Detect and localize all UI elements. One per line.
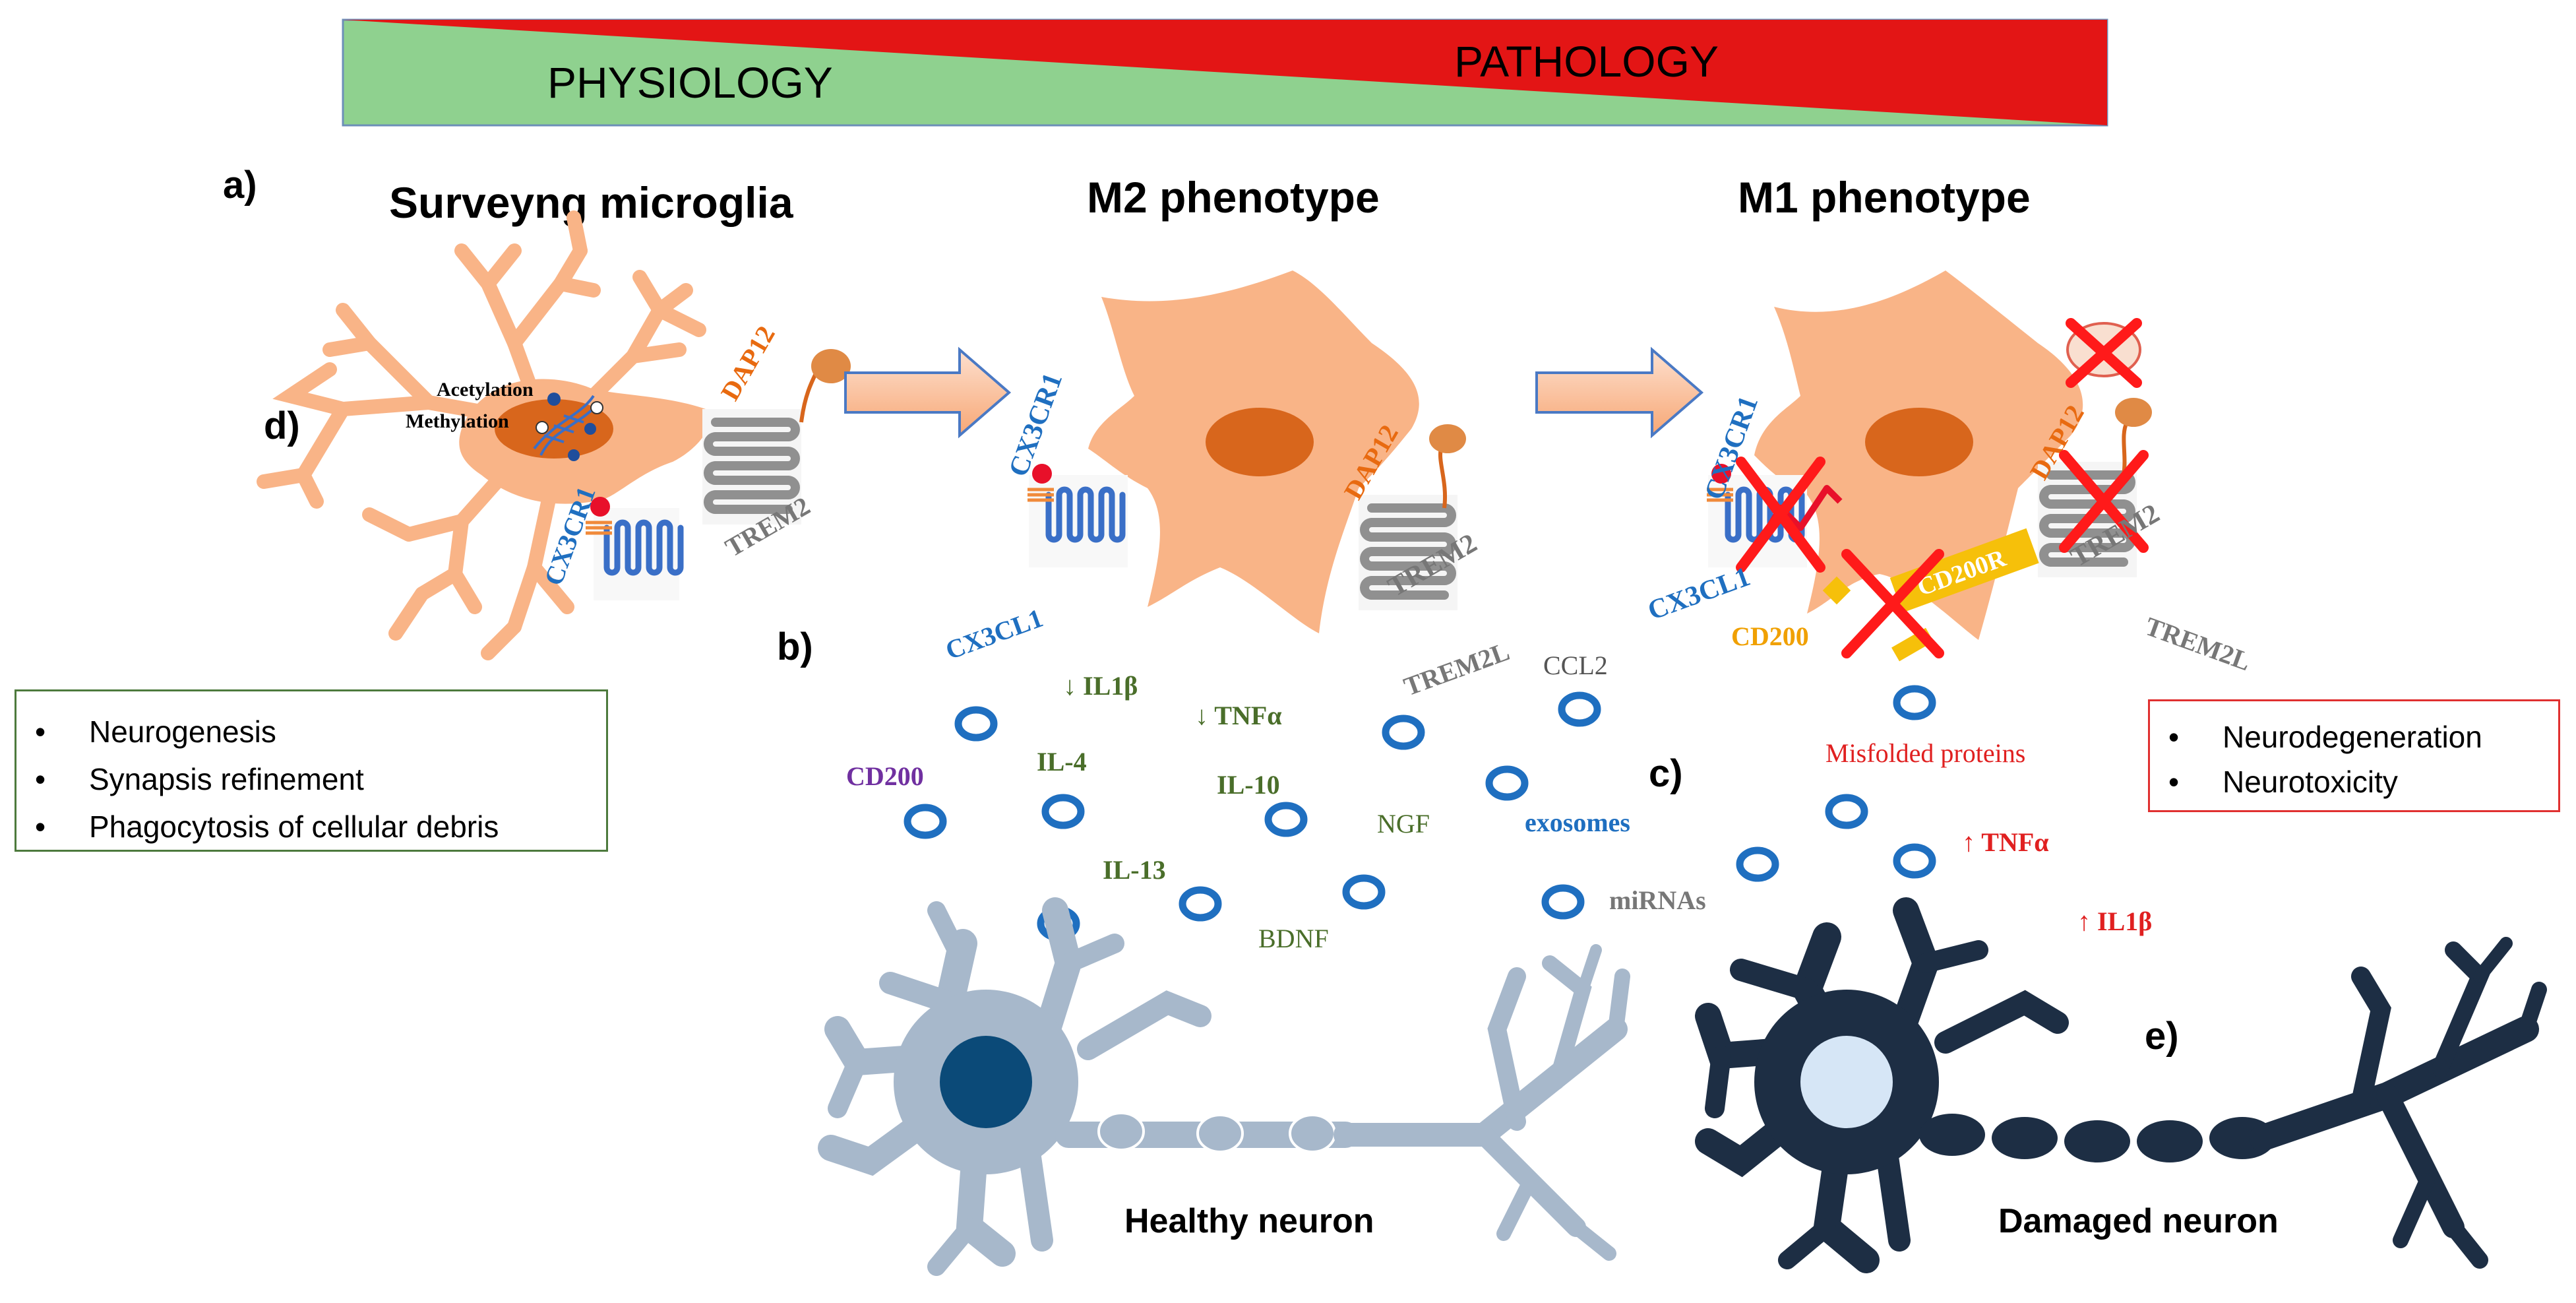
exosome-icon (1897, 689, 1932, 716)
exosome-icon (1545, 888, 1581, 916)
m1-cx3cl1-label: CX3CL1 (1644, 561, 1754, 626)
bdnf-label: BDNF (1258, 924, 1329, 953)
exosome-icon (1562, 695, 1597, 723)
pathology-label: PATHOLOGY (1454, 37, 1719, 86)
panel-letter-b: b) (777, 625, 813, 668)
exosome-icon (1346, 878, 1382, 906)
trem2l-label: TREM2L (1400, 636, 1514, 701)
transition-arrow-1 (844, 346, 1012, 439)
panel-letter-e: e) (2145, 1015, 2179, 1058)
tnfa-up-label: ↑ TNFα (1962, 827, 2049, 857)
m2-title: M2 phenotype (1087, 173, 1380, 222)
il1b-up-label: ↑ IL1β (2077, 906, 2152, 936)
m1-microglia: CX3CR1 CX3CL1 DAP12 TREM2 CD200R CD200 T… (1644, 270, 2255, 676)
cross-mark-icon (1841, 549, 1944, 658)
surveying-title: Surveyng microglia (389, 178, 794, 227)
damaged-neuron-label: Damaged neuron (1998, 1202, 2279, 1240)
il10-label: IL-10 (1217, 770, 1280, 800)
cd200-label: CD200 (846, 761, 924, 791)
physiology-item: Phagocytosis of cellular debris (16, 803, 606, 850)
exosome-icon (958, 710, 994, 738)
damaged-neuron: Damaged neuron (1695, 897, 2547, 1273)
methylation-label: Methylation (406, 410, 509, 432)
cross-mark-icon (2059, 450, 2149, 553)
exosome-icon (1182, 890, 1218, 918)
panel-letter-a: a) (223, 164, 257, 207)
cx3cl1-label: CX3CL1 (942, 603, 1047, 666)
m2-cx3cr1-label: CX3CR1 (1003, 369, 1068, 480)
il1b-down-label: ↓ IL1β (1063, 671, 1138, 701)
m2-nucleus (1206, 408, 1314, 476)
m1-title: M1 phenotype (1738, 173, 2031, 222)
exosome-icon (1268, 806, 1304, 833)
physiology-outcomes-box: Neurogenesis Synapsis refinement Phagocy… (15, 689, 608, 852)
cross-mark-icon (2066, 318, 2142, 388)
exosome-icon (1489, 769, 1525, 797)
exosome-icon (1740, 850, 1775, 878)
healthy-neuron: Healthy neuron (818, 897, 1630, 1276)
physiology-item: Neurogenesis (16, 708, 606, 755)
mirnas-label: miRNAs (1609, 885, 1706, 915)
gradient-banner: PHYSIOLOGY PATHOLOGY (342, 18, 2108, 127)
ngf-label: NGF (1377, 809, 1430, 839)
surveying-microglia: Acetylation Methylation DAP12 TREM2 CX3C… (257, 210, 851, 660)
healthy-nucleus (940, 1036, 1032, 1128)
m1-cd200-label: CD200 (1731, 621, 1809, 651)
ccl2-label: CCL2 (1543, 651, 1608, 680)
il4-label: IL-4 (1037, 747, 1087, 777)
exosome-icon (1829, 798, 1864, 825)
pathology-outcomes-box: Neurodegeneration Neurotoxicity (2148, 699, 2560, 812)
misfolded-proteins-label: Misfolded proteins (1825, 738, 2025, 768)
m1-nucleus (1865, 408, 1973, 476)
panel-letter-c: c) (1649, 752, 1683, 795)
physiology-label: PHYSIOLOGY (547, 58, 833, 107)
cross-mark-icon (1736, 457, 1825, 573)
pathology-item: Neurotoxicity (2150, 759, 2558, 804)
damaged-nucleus (1800, 1036, 1893, 1128)
exosomes-label: exosomes (1525, 808, 1630, 837)
acetylation-label: Acetylation (437, 379, 534, 400)
il13-label: IL-13 (1103, 855, 1166, 885)
panel-letter-d: d) (264, 404, 300, 447)
exosome-icon (907, 808, 943, 835)
exosome-icon (1897, 847, 1932, 875)
exosome-icon (1045, 798, 1081, 825)
pathology-item: Neurodegeneration (2150, 715, 2558, 759)
dap12-label: DAP12 (715, 321, 781, 405)
exosome-icon (1386, 718, 1421, 746)
physiology-item: Synapsis refinement (16, 755, 606, 803)
transition-arrow-2 (1535, 346, 1704, 439)
healthy-neuron-label: Healthy neuron (1124, 1202, 1374, 1240)
signaling-molecules: CX3CL1 ↓ IL1β ↓ TNFα TREM2L CCL2 CD200 I… (846, 603, 2152, 953)
tnfa-down-label: ↓ TNFα (1195, 701, 1282, 730)
m2-microglia: CX3CR1 DAP12 TREM2 (1003, 270, 1482, 633)
m1-trem2l-label: TREM2L (2141, 611, 2255, 676)
dna-helix-icon (533, 393, 603, 461)
